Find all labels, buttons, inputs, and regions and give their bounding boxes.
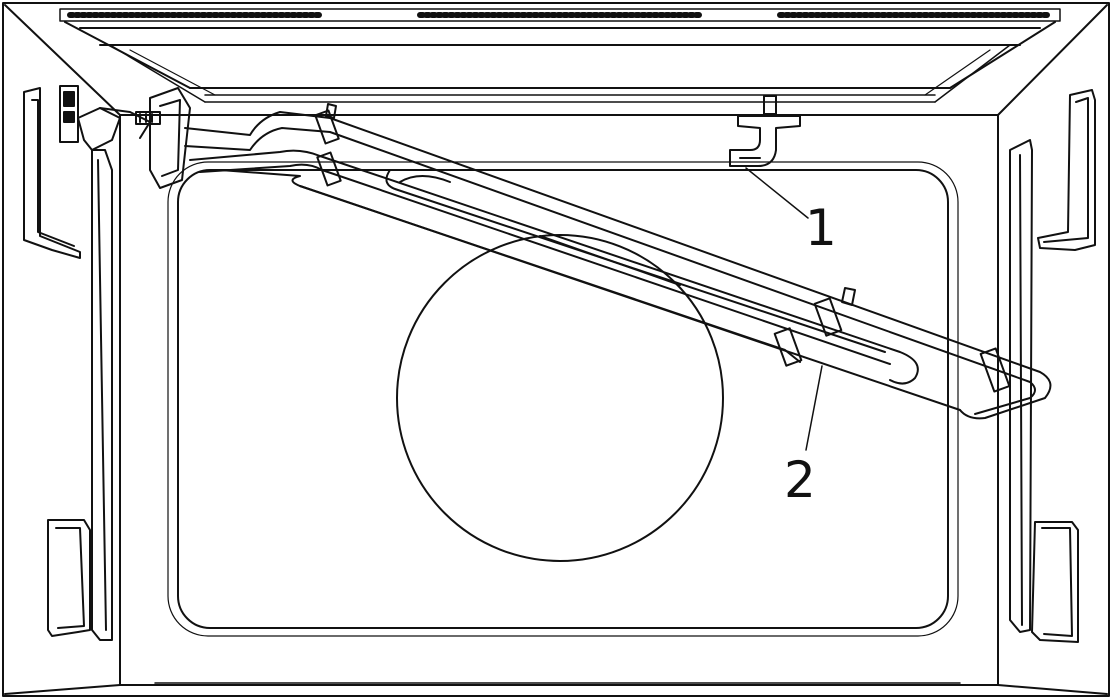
heater-connector <box>59 85 191 189</box>
callout-label-1: 1 <box>805 199 837 257</box>
back-plate <box>177 169 949 629</box>
leader-line-1 <box>745 167 809 219</box>
callout-label-2: 2 <box>784 451 816 509</box>
left-rails <box>23 87 113 641</box>
side-walls <box>4 114 1108 695</box>
heating-element-tube <box>184 103 1052 420</box>
turntable-circle <box>396 234 724 562</box>
right-rails <box>1009 89 1096 643</box>
thermostat-sensor <box>729 95 801 167</box>
leader-line-2 <box>805 365 823 451</box>
top-wall <box>4 4 1108 116</box>
top-vent <box>59 8 1061 22</box>
